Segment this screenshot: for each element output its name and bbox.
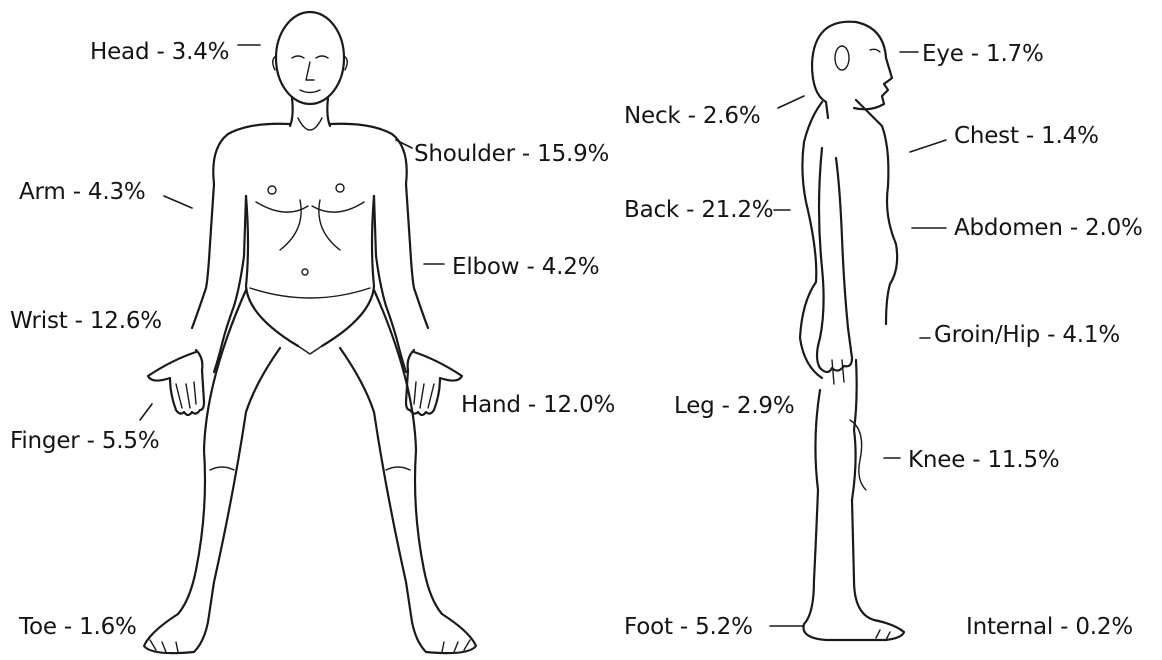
label-hand: Hand - 12.0% bbox=[461, 391, 615, 419]
label-head: Head - 3.4% bbox=[90, 38, 229, 66]
label-eye: Eye - 1.7% bbox=[922, 40, 1044, 68]
label-abdomen: Abdomen - 2.0% bbox=[954, 214, 1143, 242]
label-elbow: Elbow - 4.2% bbox=[452, 253, 599, 281]
label-knee: Knee - 11.5% bbox=[908, 446, 1060, 474]
label-groin-hip: Groin/Hip - 4.1% bbox=[934, 321, 1120, 349]
label-wrist: Wrist - 12.6% bbox=[10, 307, 162, 335]
front-body-figure bbox=[140, 12, 476, 653]
label-chest: Chest - 1.4% bbox=[954, 122, 1099, 150]
label-toe: Toe - 1.6% bbox=[19, 613, 137, 641]
label-leg: Leg - 2.9% bbox=[674, 392, 795, 420]
label-finger: Finger - 5.5% bbox=[10, 427, 159, 455]
label-back: Back - 21.2% bbox=[624, 196, 773, 224]
label-foot: Foot - 5.2% bbox=[624, 613, 753, 641]
label-arm: Arm - 4.3% bbox=[19, 178, 146, 206]
label-shoulder: Shoulder - 15.9% bbox=[414, 140, 609, 168]
label-internal: Internal - 0.2% bbox=[966, 613, 1133, 641]
side-body-figure bbox=[770, 22, 946, 640]
label-neck: Neck - 2.6% bbox=[624, 102, 760, 130]
